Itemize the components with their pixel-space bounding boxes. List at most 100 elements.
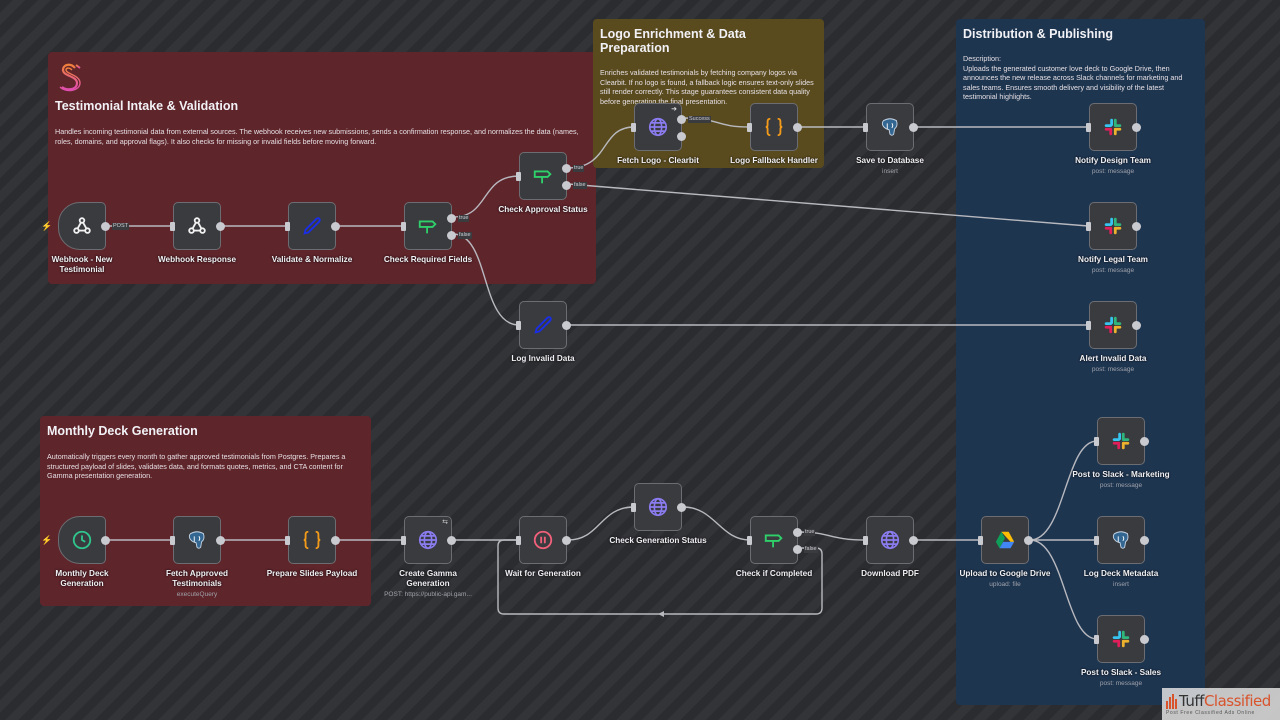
slack-icon — [1102, 215, 1124, 237]
slack-icon — [1102, 116, 1124, 138]
node-label: Webhook - New Testimonial — [51, 255, 113, 274]
sticky-description: Uploads the generated customer love deck… — [963, 63, 1183, 102]
node-monthly-trigger[interactable] — [58, 516, 110, 564]
input-port[interactable] — [1086, 123, 1091, 132]
node-logo-fallback[interactable] — [747, 103, 802, 151]
output-port-false[interactable] — [447, 231, 456, 240]
input-port[interactable] — [170, 222, 175, 231]
input-port[interactable] — [747, 123, 752, 132]
node-label: Check Generation Status — [609, 536, 707, 545]
output-port[interactable] — [101, 536, 110, 545]
output-port[interactable] — [1140, 536, 1149, 545]
output-port-true[interactable] — [793, 528, 802, 537]
node-label: Check Required Fields — [383, 255, 473, 264]
branch-label-true: true — [458, 215, 470, 222]
input-port[interactable] — [978, 536, 983, 545]
watermark-brand-a: Tuff — [1179, 692, 1204, 710]
output-port-success[interactable] — [677, 115, 686, 124]
output-port[interactable] — [101, 222, 110, 231]
node-subtitle: post: message — [1091, 168, 1135, 175]
output-port[interactable] — [909, 123, 918, 132]
node-check-status[interactable] — [631, 483, 686, 531]
watermark-bars-icon — [1166, 693, 1177, 709]
output-port[interactable] — [1024, 536, 1033, 545]
output-port[interactable] — [562, 536, 571, 545]
output-port[interactable] — [1132, 222, 1141, 231]
output-port[interactable] — [909, 536, 918, 545]
node-save-db[interactable] — [863, 103, 918, 151]
input-port[interactable] — [631, 123, 636, 132]
node-upload-drive[interactable] — [978, 516, 1033, 564]
output-port[interactable] — [331, 536, 340, 545]
input-port[interactable] — [401, 222, 406, 231]
code-braces-icon — [301, 529, 323, 551]
node-webhook-response[interactable] — [170, 202, 225, 250]
input-port[interactable] — [631, 503, 636, 512]
input-port[interactable] — [285, 222, 290, 231]
node-download-pdf[interactable] — [863, 516, 918, 564]
output-port[interactable] — [1140, 437, 1149, 446]
branch-label-success: Success — [688, 116, 711, 123]
node-notify-legal[interactable] — [1086, 202, 1141, 250]
retry-icon: ⇆ — [442, 519, 448, 526]
input-port[interactable] — [516, 172, 521, 181]
input-port[interactable] — [285, 536, 290, 545]
sticky-description-label: Description: — [963, 54, 1001, 63]
output-port[interactable] — [793, 123, 802, 132]
node-label: Notify Legal Team — [1078, 255, 1148, 264]
input-port[interactable] — [1094, 635, 1099, 644]
node-label: Create Gamma Generation — [399, 569, 457, 588]
node-fetch-logo[interactable]: Success➜ — [631, 103, 711, 151]
node-log-invalid[interactable] — [516, 301, 571, 349]
input-port[interactable] — [516, 536, 521, 545]
output-port-error[interactable] — [677, 132, 686, 141]
output-port-true[interactable] — [562, 164, 571, 173]
input-port[interactable] — [401, 536, 406, 545]
node-notify-design[interactable] — [1086, 103, 1141, 151]
node-webhook-new[interactable]: POST — [58, 202, 129, 250]
sticky-title: Distribution & Publishing — [963, 27, 1113, 41]
output-port[interactable] — [216, 536, 225, 545]
output-port[interactable] — [1132, 321, 1141, 330]
node-create-gamma[interactable]: ⇆ — [401, 516, 456, 564]
node-wait-gen[interactable] — [516, 516, 571, 564]
output-port[interactable] — [447, 536, 456, 545]
output-port[interactable] — [216, 222, 225, 231]
node-label: Log Invalid Data — [511, 354, 575, 363]
node-prepare-slides[interactable] — [285, 516, 340, 564]
node-validate[interactable] — [285, 202, 340, 250]
node-alert-invalid[interactable] — [1086, 301, 1141, 349]
input-port[interactable] — [1094, 437, 1099, 446]
node-subtitle: upload: file — [989, 581, 1021, 588]
node-slack-sales[interactable] — [1094, 615, 1149, 663]
node-label: Wait for Generation — [505, 569, 581, 578]
output-port[interactable] — [677, 503, 686, 512]
sticky-monthly-deck[interactable]: Monthly Deck Generation Automatically tr… — [40, 416, 371, 606]
node-fetch-approved[interactable] — [170, 516, 225, 564]
input-port[interactable] — [170, 536, 175, 545]
output-label: POST — [112, 223, 129, 230]
output-port-false[interactable] — [793, 545, 802, 554]
input-port[interactable] — [1094, 536, 1099, 545]
output-port[interactable] — [331, 222, 340, 231]
input-port[interactable] — [747, 536, 752, 545]
input-port[interactable] — [1086, 321, 1091, 330]
input-port[interactable] — [1086, 222, 1091, 231]
node-slack-marketing[interactable] — [1094, 417, 1149, 465]
node-subtitle: POST: https://public-api.gam... — [384, 591, 472, 598]
input-port[interactable] — [516, 321, 521, 330]
output-port[interactable] — [1140, 635, 1149, 644]
branch-label-true: true — [804, 529, 816, 536]
output-port[interactable] — [562, 321, 571, 330]
branch-label-true: true — [573, 165, 585, 172]
node-log-deck[interactable] — [1094, 516, 1149, 564]
output-port-false[interactable] — [562, 181, 571, 190]
input-port[interactable] — [863, 536, 868, 545]
output-port[interactable] — [1132, 123, 1141, 132]
node-subtitle: insert — [1113, 581, 1129, 588]
output-port-true[interactable] — [447, 214, 456, 223]
input-port[interactable] — [863, 123, 868, 132]
